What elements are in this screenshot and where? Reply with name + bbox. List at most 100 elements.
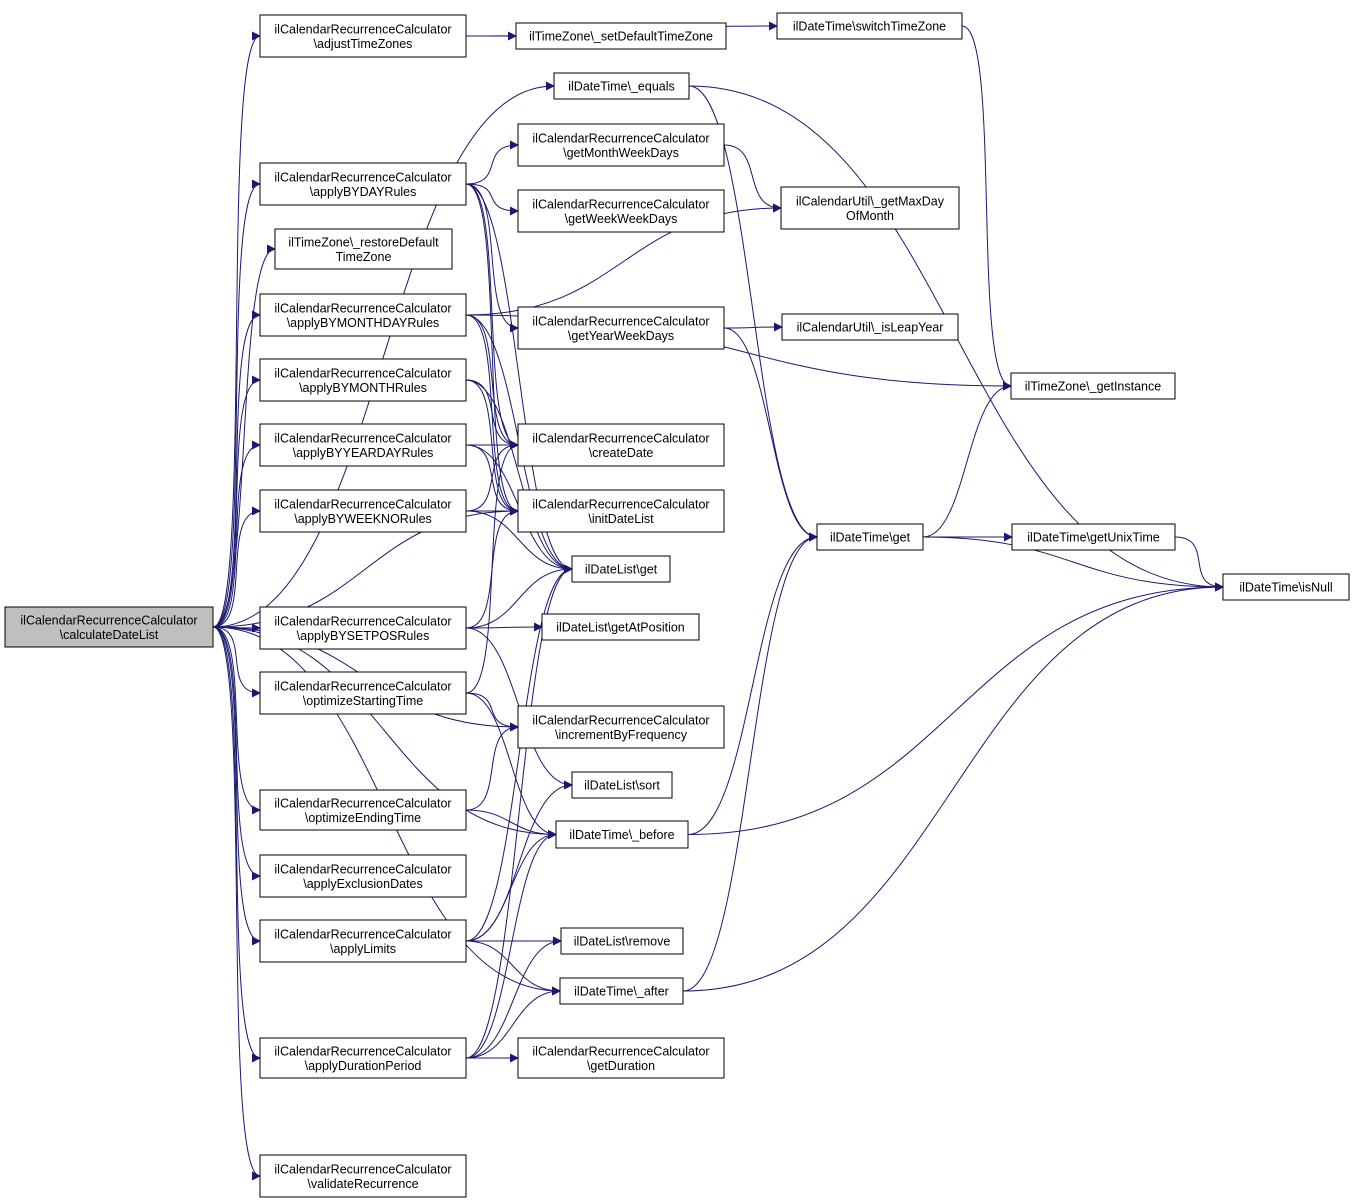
node-dtAfter[interactable]: ilDateTime\_after: [559, 977, 684, 1005]
node-label-line: ilCalendarRecurrenceCalculator: [532, 131, 709, 145]
node-label-line: \getDuration: [587, 1059, 655, 1073]
node-box: [517, 1037, 725, 1079]
node-tzGetInstance[interactable]: ilTimeZone\_getInstance: [1010, 372, 1176, 400]
node-incByFreq[interactable]: ilCalendarRecurrenceCalculator\increment…: [517, 705, 725, 749]
node-label-line: ilCalendarRecurrenceCalculator: [532, 497, 709, 511]
node-optStart[interactable]: ilCalendarRecurrenceCalculator\optimizeS…: [259, 671, 467, 715]
node-label-line: OfMonth: [846, 209, 894, 223]
node-label-line: \getMonthWeekDays: [563, 146, 679, 160]
node-label-line: ilCalendarRecurrenceCalculator: [20, 613, 197, 627]
node-dtBefore[interactable]: ilDateTime\_before: [555, 820, 689, 849]
edge-byMonth-to-dlGet: [465, 379, 573, 574]
node-dlGet[interactable]: ilDateList\get: [571, 555, 671, 583]
node-calcDateList[interactable]: ilCalendarRecurrenceCalculator\calculate…: [4, 606, 214, 648]
node-box: [259, 162, 467, 206]
node-switchTZ[interactable]: ilDateTime\switchTimeZone: [776, 12, 963, 40]
edge-byDay-to-getMonthWeekDays: [465, 140, 519, 185]
node-label-line: \optimizeStartingTime: [303, 694, 423, 708]
node-getAtPos[interactable]: ilDateList\getAtPosition: [541, 613, 700, 641]
node-exclDates[interactable]: ilCalendarRecurrenceCalculator\applyExcl…: [259, 854, 467, 898]
edge-getYearWeekDays-to-isLeapYear: [723, 322, 783, 332]
node-label-line: \applyBYMONTHDAYRules: [287, 316, 440, 330]
edge-durPeriod-to-dlRemove: [465, 936, 562, 1059]
node-dtEquals[interactable]: ilDateTime\_equals: [553, 72, 690, 100]
node-label-line: \applyBYYEARDAYRules: [293, 446, 434, 460]
edge-bySetPos-to-getAtPos: [465, 622, 543, 632]
node-box: [553, 72, 690, 100]
node-label-line: ilCalendarUtil\_isLeapYear: [797, 321, 944, 335]
node-getUnixTime[interactable]: ilDateTime\getUnixTime: [1011, 523, 1176, 551]
node-label-line: ilDateTime\getUnixTime: [1027, 531, 1159, 545]
node-label-line: \applyDurationPeriod: [305, 1059, 422, 1073]
node-label-line: \optimizeEndingTime: [305, 811, 421, 825]
node-label-line: ilCalendarRecurrenceCalculator: [274, 614, 451, 628]
node-byWeekNo[interactable]: ilCalendarRecurrenceCalculator\applyBYWE…: [259, 489, 467, 533]
edge-calcDateList-to-validateRec: [212, 626, 261, 1181]
node-adjustTZ[interactable]: ilCalendarRecurrenceCalculator\adjustTim…: [259, 14, 467, 58]
node-dlSort[interactable]: ilDateList\sort: [571, 771, 673, 799]
node-dlRemove[interactable]: ilDateList\remove: [560, 927, 684, 955]
node-label-line: ilDateList\getAtPosition: [556, 621, 685, 635]
node-label-line: ilDateTime\_before: [569, 828, 674, 842]
node-box: [259, 358, 467, 402]
node-getMonthWeekDays[interactable]: ilCalendarRecurrenceCalculator\getMonthW…: [517, 123, 725, 167]
node-validateRec[interactable]: ilCalendarRecurrenceCalculator\validateR…: [259, 1154, 467, 1198]
node-isLeapYear[interactable]: ilCalendarUtil\_isLeapYear: [781, 313, 959, 341]
edge-calcDateList-to-dtEquals: [212, 81, 555, 628]
node-label-line: ilDateTime\get: [830, 531, 911, 545]
node-isNull[interactable]: ilDateTime\isNull: [1222, 573, 1350, 601]
node-label-line: ilCalendarRecurrenceCalculator: [274, 301, 451, 315]
node-label-line: ilDateTime\switchTimeZone: [793, 20, 946, 34]
node-label-line: ilCalendarRecurrenceCalculator: [274, 366, 451, 380]
edge-byDay-to-initDateList: [465, 183, 519, 516]
edge-calcDateList-to-adjustTZ: [212, 31, 261, 628]
node-optEnd[interactable]: ilCalendarRecurrenceCalculator\optimizeE…: [259, 789, 467, 831]
node-box: [259, 1154, 467, 1198]
node-label-line: \validateRecurrence: [307, 1177, 418, 1191]
node-getDuration[interactable]: ilCalendarRecurrenceCalculator\getDurati…: [517, 1037, 725, 1079]
node-applyLimits[interactable]: ilCalendarRecurrenceCalculator\applyLimi…: [259, 919, 467, 963]
node-getYearWeekDays[interactable]: ilCalendarRecurrenceCalculator\getYearWe…: [517, 306, 725, 350]
edge-byDay-to-dlGet: [465, 183, 573, 574]
node-box: [781, 313, 959, 341]
node-dtGet[interactable]: ilDateTime\get: [816, 523, 924, 551]
edge-getUnixTime-to-isNull: [1174, 536, 1224, 592]
edge-dtAfter-to-isNull: [682, 582, 1224, 992]
node-durPeriod[interactable]: ilCalendarRecurrenceCalculator\applyDura…: [259, 1037, 467, 1079]
node-label-line: TimeZone: [336, 250, 392, 264]
node-box: [555, 820, 689, 849]
node-label-line: ilCalendarRecurrenceCalculator: [532, 197, 709, 211]
edge-calcDateList-to-exclDates: [212, 626, 261, 881]
node-box: [541, 613, 700, 641]
node-box: [517, 423, 725, 467]
node-label-line: \adjustTimeZones: [314, 37, 413, 51]
node-label-line: \initDateList: [588, 512, 654, 526]
node-bySetPos[interactable]: ilCalendarRecurrenceCalculator\applyBYSE…: [259, 606, 467, 650]
node-label-line: \calculateDateList: [60, 628, 159, 642]
node-getWeekWeekDays[interactable]: ilCalendarRecurrenceCalculator\getWeekWe…: [517, 189, 725, 233]
node-label-line: ilCalendarRecurrenceCalculator: [274, 1044, 451, 1058]
node-box: [780, 186, 960, 230]
node-byDay[interactable]: ilCalendarRecurrenceCalculator\applyBYDA…: [259, 162, 467, 206]
node-createDate[interactable]: ilCalendarRecurrenceCalculator\createDat…: [517, 423, 725, 467]
node-box: [776, 12, 963, 40]
node-byYearDay[interactable]: ilCalendarRecurrenceCalculator\applyBYYE…: [259, 423, 467, 467]
node-label-line: \applyLimits: [330, 942, 396, 956]
node-label-line: ilCalendarUtil\_getMaxDay: [796, 194, 945, 208]
node-label-line: ilTimeZone\_getInstance: [1025, 380, 1161, 394]
node-byMonthDay[interactable]: ilCalendarRecurrenceCalculator\applyBYMO…: [259, 293, 467, 337]
node-initDateList[interactable]: ilCalendarRecurrenceCalculator\initDateL…: [517, 489, 725, 533]
node-setDefTZ[interactable]: ilTimeZone\_setDefaultTimeZone: [515, 22, 727, 50]
node-label-line: ilTimeZone\_setDefaultTimeZone: [529, 30, 713, 44]
node-byMonth[interactable]: ilCalendarRecurrenceCalculator\applyBYMO…: [259, 358, 467, 402]
node-label-line: ilDateList\sort: [584, 779, 660, 793]
node-label-line: ilDateList\remove: [574, 935, 671, 949]
node-box: [1010, 372, 1176, 400]
edge-applyLimits-to-dtAfter: [465, 940, 561, 996]
node-box: [259, 423, 467, 467]
node-label-line: \getYearWeekDays: [568, 329, 674, 343]
node-box: [259, 919, 467, 963]
